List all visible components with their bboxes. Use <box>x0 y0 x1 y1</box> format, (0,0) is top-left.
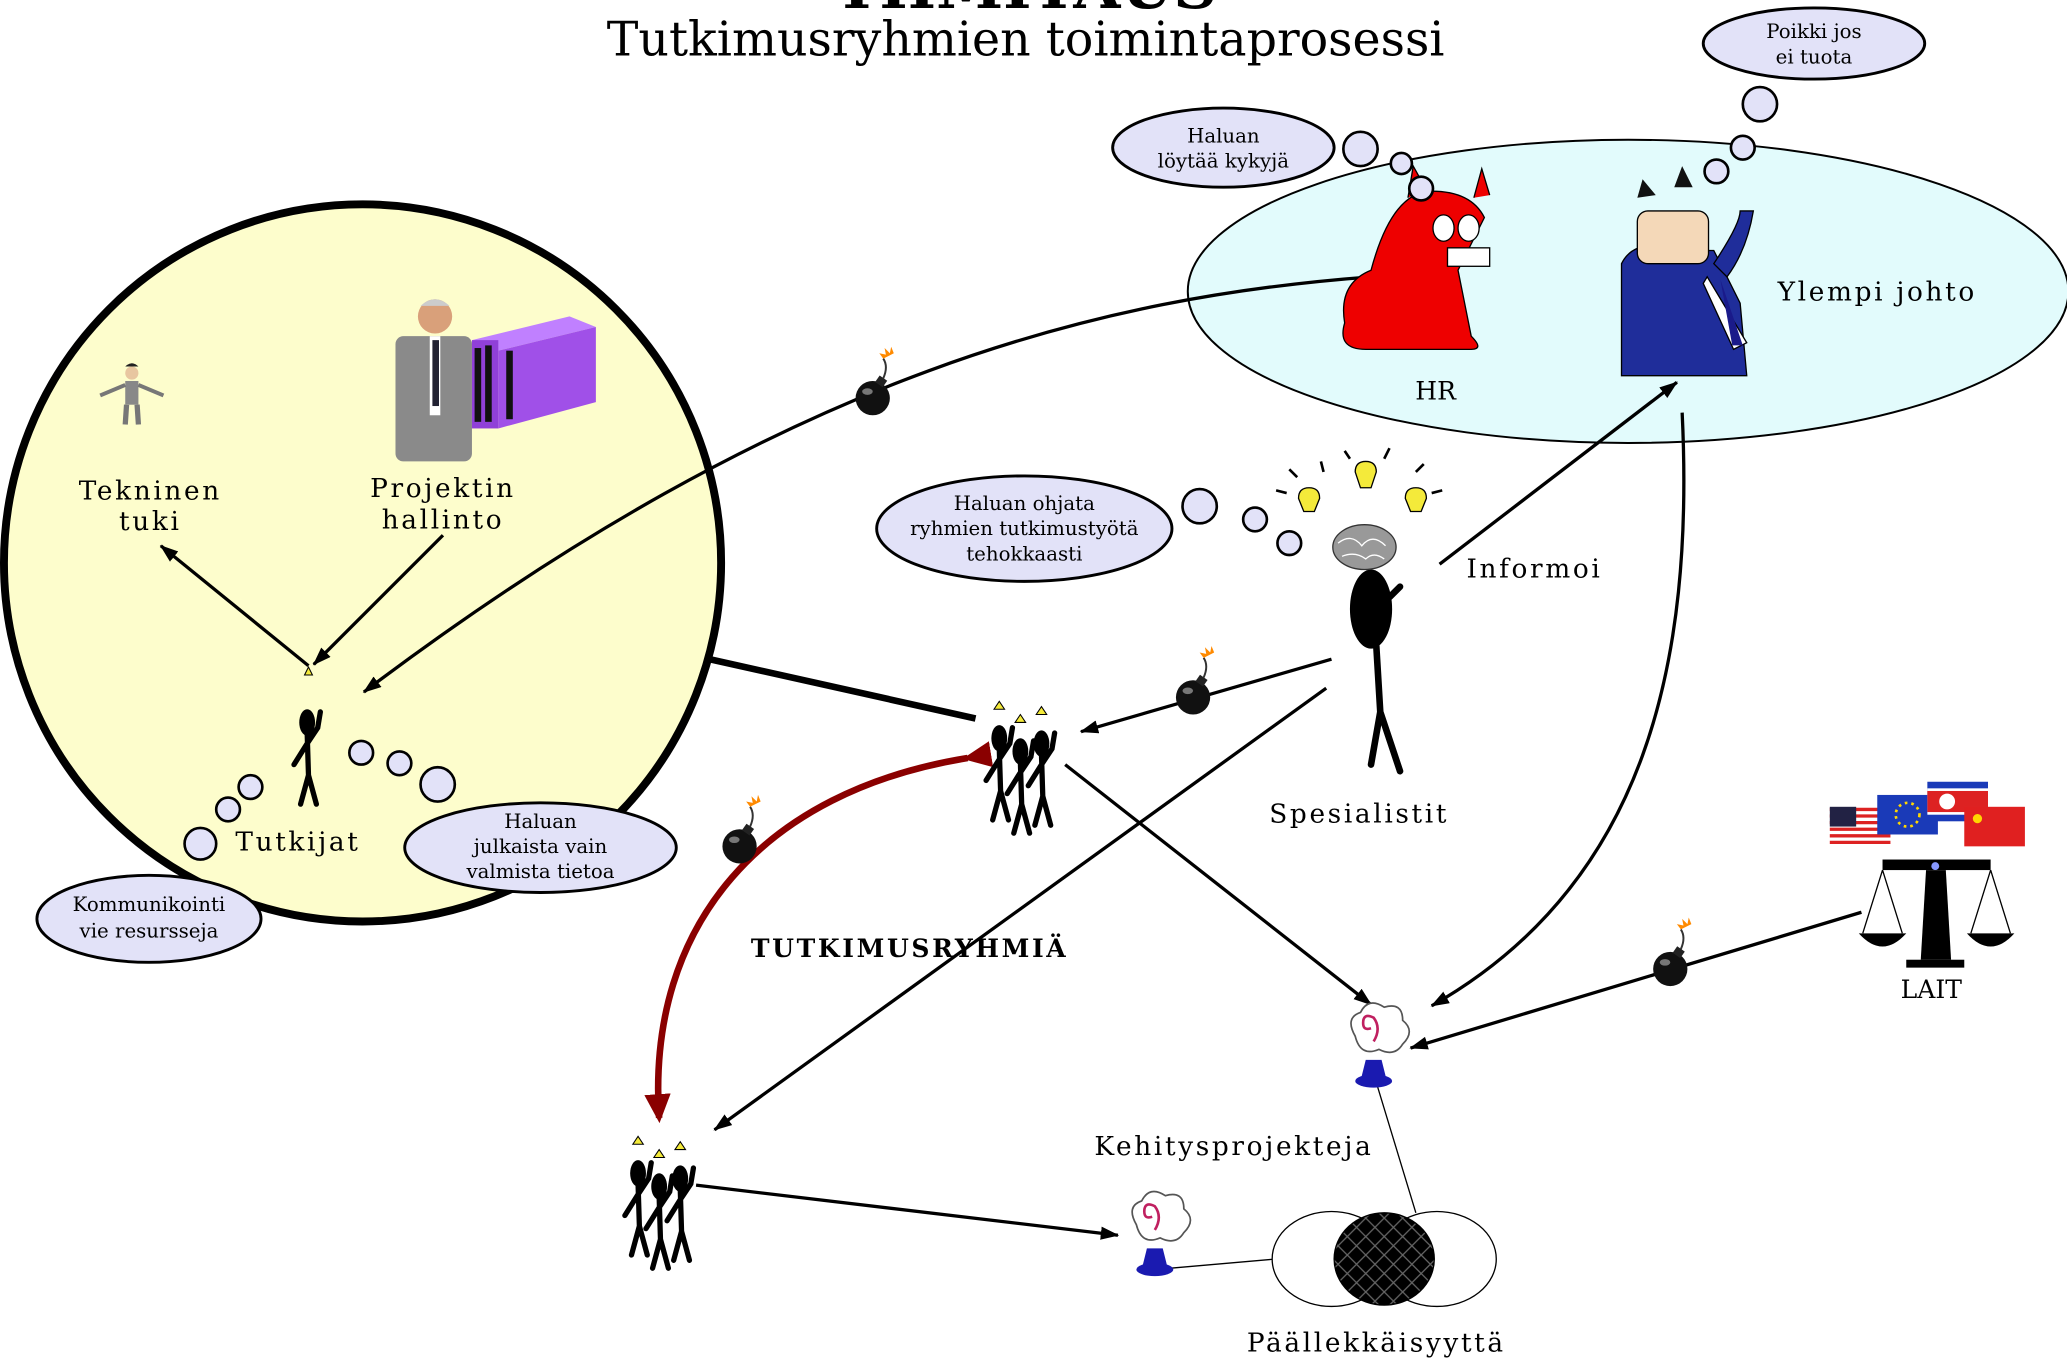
overlap-venn <box>1271 1210 1497 1308</box>
thought-poikki: Poikki jos ei tuota <box>1701 6 1927 185</box>
overlap-line-left <box>1170 1258 1277 1269</box>
thought-poikki-line2: ei tuota <box>1776 45 1853 68</box>
thought-julkaista-line3: valmista tietoa <box>465 860 614 883</box>
bomb-icon <box>854 345 895 417</box>
label-spesialistit: Spesialistit <box>1269 800 1449 830</box>
development-project-icon-2 <box>1130 1190 1192 1278</box>
arrow-informoi-to-johto <box>1438 380 1678 566</box>
thought-kommunikointi: Kommunikointi vie resursseja <box>35 773 264 964</box>
research-group-2 <box>625 1136 694 1268</box>
thought-ohjata-line1: Haluan ohjata <box>954 492 1095 515</box>
page-subtitle: Tutkimusryhmien toimintaprosessi <box>607 12 1445 67</box>
label-lait: LAIT <box>1901 975 1963 1004</box>
development-project-icon-1 <box>1349 1001 1411 1089</box>
label-tekninen: Tekninen <box>79 477 222 507</box>
thought-ohjata-line3: tehokkaasti <box>966 542 1082 565</box>
circle-to-group-line <box>708 655 977 722</box>
researcher-figure <box>294 665 320 804</box>
bomb-icon <box>1652 916 1693 988</box>
thought-kommunikointi-line2: vie resursseja <box>79 919 219 942</box>
arrow-hr-to-tutkijat <box>362 275 1372 694</box>
china-flag-icon <box>1964 806 2025 847</box>
technical-support-person <box>99 363 165 425</box>
red-double-arrow <box>644 741 994 1124</box>
page-title: TIIMITAUS <box>834 0 1217 23</box>
thought-julkaista-line2: julkaista vain <box>472 835 608 858</box>
label-informoi: Informoi <box>1466 554 1602 584</box>
thought-kommunikointi-line1: Kommunikointi <box>73 893 226 916</box>
thought-ohjata: Haluan ohjata ryhmien tutkimustyötä teho… <box>875 474 1303 583</box>
bomb-icon <box>721 793 762 865</box>
thought-poikki-line1: Poikki jos <box>1766 20 1861 43</box>
label-hallinto: hallinto <box>382 506 505 536</box>
brain-icon <box>1332 524 1397 571</box>
arrow-lait-to-kehitys <box>1409 910 1862 1050</box>
thought-julkaista-line1: Haluan <box>504 810 577 833</box>
label-tutkimusryhmia: TUTKIMUSRYHMIÄ <box>751 933 1068 963</box>
label-projektin: Projektin <box>370 474 516 504</box>
thought-julkaista: Haluan julkaista vain valmista tietoa <box>348 739 678 894</box>
overlap-line-top <box>1370 1064 1417 1214</box>
server-rack-icon <box>471 316 596 429</box>
label-tutkijat: Tutkijat <box>235 827 360 857</box>
thought-loytaa: Haluan löytää kykyjä <box>1111 106 1435 202</box>
label-tuki: tuki <box>119 507 182 537</box>
thought-loytaa-line1: Haluan <box>1187 124 1260 147</box>
arrow-group2-to-kehitys2 <box>695 1183 1120 1240</box>
label-kehitysprojekteja: Kehitysprojekteja <box>1094 1132 1373 1162</box>
bomb-icon <box>1174 644 1216 716</box>
label-hr: HR <box>1415 376 1457 405</box>
arrow-to-tekninen-tuki <box>159 544 310 668</box>
lightbulb-icon <box>1275 447 1443 513</box>
boss-figure <box>1620 166 1755 377</box>
thought-ohjata-line2: ryhmien tutkimustyötä <box>910 517 1139 540</box>
arrow-hallinto-to-tutkijat <box>312 534 445 666</box>
hr-cat-figure <box>1342 164 1491 351</box>
arrow-johto-to-kehitys <box>1430 412 1686 1008</box>
project-manager-figure <box>395 299 472 462</box>
research-group-1 <box>986 701 1055 833</box>
label-ylempi-johto: Ylempi johto <box>1777 278 1977 308</box>
thought-loytaa-line2: löytää kykyjä <box>1158 149 1290 172</box>
scales-of-justice-icon <box>1858 859 2015 968</box>
specialist-figure <box>1349 569 1404 775</box>
arrow-group1-to-kehitys <box>1064 763 1373 1006</box>
label-paallekkaisyytta: Päällekkäisyyttä <box>1247 1328 1506 1358</box>
